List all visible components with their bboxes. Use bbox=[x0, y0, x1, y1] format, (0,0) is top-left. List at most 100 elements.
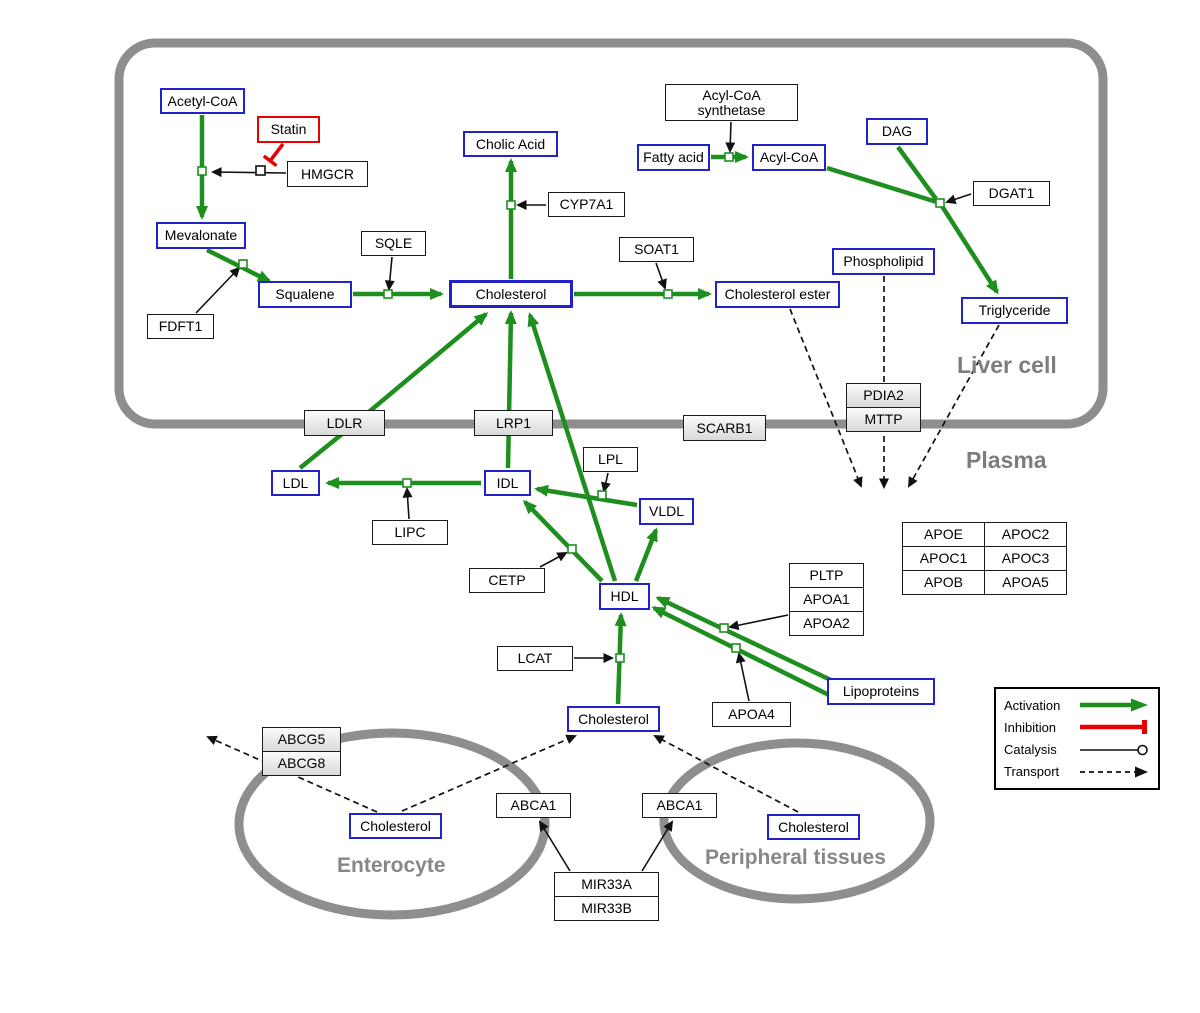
edge-lipoproteins-hdl-b bbox=[651, 605, 831, 698]
node-triglyceride[interactable]: Triglyceride bbox=[961, 297, 1068, 324]
node-sqle[interactable]: SQLE bbox=[361, 231, 426, 256]
node-mir33a[interactable]: MIR33A bbox=[554, 872, 659, 897]
node-scarb1[interactable]: SCARB1 bbox=[683, 415, 766, 441]
edge-apoa-stack-catalysis bbox=[728, 614, 789, 631]
node-acyl-coa[interactable]: Acyl-CoA bbox=[752, 144, 826, 171]
node-lcat[interactable]: LCAT bbox=[497, 646, 573, 671]
legend-activation-label: Activation bbox=[1004, 697, 1061, 713]
transport-dashed-arrow-icon bbox=[1080, 766, 1148, 778]
edge-soat1-catalysis bbox=[655, 262, 667, 290]
legend: Activation Inhibition Catalysis Transpor… bbox=[994, 687, 1160, 790]
legend-row-activation: Activation bbox=[1004, 695, 1150, 715]
liver-cell-membrane bbox=[114, 38, 1108, 429]
node-apoa5[interactable]: APOA5 bbox=[984, 570, 1067, 595]
node-acyl-coa-synthetase[interactable]: Acyl-CoA synthetase bbox=[665, 84, 798, 121]
node-hmgcr[interactable]: HMGCR bbox=[287, 161, 368, 187]
node-dgat1[interactable]: DGAT1 bbox=[973, 181, 1050, 206]
reaction-anchors bbox=[197, 152, 945, 663]
node-mttp[interactable]: MTTP bbox=[846, 407, 921, 432]
edge-lipc-catalysis bbox=[402, 487, 413, 520]
node-fdft1[interactable]: FDFT1 bbox=[147, 314, 214, 339]
node-apoc2[interactable]: APOC2 bbox=[984, 522, 1067, 547]
edge-hdl-vldl bbox=[633, 527, 659, 582]
node-apoa4[interactable]: APOA4 bbox=[712, 702, 791, 727]
node-vldl[interactable]: VLDL bbox=[639, 498, 694, 525]
edge-enterocyte-cholesterol-to-plasma bbox=[401, 734, 577, 812]
node-abcg8[interactable]: ABCG8 bbox=[262, 751, 341, 776]
edge-ldl-liver-cholesterol bbox=[298, 312, 489, 470]
edge-dgat1-catalysis bbox=[945, 193, 972, 205]
node-apob[interactable]: APOB bbox=[902, 570, 985, 595]
node-abca1-enterocyte[interactable]: ABCA1 bbox=[496, 793, 571, 818]
node-pdia2[interactable]: PDIA2 bbox=[846, 383, 921, 408]
peripheral-tissues-label: Peripheral tissues bbox=[705, 846, 886, 869]
node-soat1[interactable]: SOAT1 bbox=[619, 237, 694, 262]
edge-mir33-abca1-enterocyte bbox=[538, 820, 571, 872]
node-mevalonate[interactable]: Mevalonate bbox=[156, 222, 246, 249]
node-hdl[interactable]: HDL bbox=[599, 583, 650, 610]
node-pltp[interactable]: PLTP bbox=[789, 563, 864, 588]
edge-idl-liver-cholesterol bbox=[504, 310, 517, 469]
hmgcr-reaction-anchor bbox=[255, 165, 266, 176]
node-idl[interactable]: IDL bbox=[484, 470, 531, 496]
catalysis-circle-icon bbox=[1080, 744, 1148, 755]
plasma-label: Plasma bbox=[966, 447, 1047, 473]
edge-hmgcr-catalysis bbox=[211, 167, 287, 178]
transport-edges bbox=[206, 276, 1000, 813]
node-squalene[interactable]: Squalene bbox=[258, 281, 352, 308]
legend-row-transport: Transport bbox=[1004, 762, 1150, 782]
edge-cetp-catalysis bbox=[539, 552, 568, 568]
edge-cholesterolester-to-plasma bbox=[789, 308, 863, 488]
node-ldlr[interactable]: LDLR bbox=[304, 410, 385, 436]
edge-statin-inhibits-hmgcr bbox=[262, 142, 285, 168]
legend-transport-label: Transport bbox=[1004, 764, 1060, 780]
node-cholesterol-ester[interactable]: Cholesterol ester bbox=[715, 281, 840, 308]
node-statin[interactable]: Statin bbox=[257, 116, 320, 143]
node-cholesterol-peripheral[interactable]: Cholesterol bbox=[767, 814, 860, 840]
node-cholesterol-enterocyte[interactable]: Cholesterol bbox=[349, 813, 442, 839]
edge-triglyceride-to-plasma bbox=[908, 324, 1000, 488]
node-apoa2[interactable]: APOA2 bbox=[789, 611, 864, 636]
edge-sqle-catalysis bbox=[384, 256, 395, 291]
node-lpl[interactable]: LPL bbox=[583, 447, 638, 472]
node-cetp[interactable]: CETP bbox=[469, 568, 545, 593]
edge-fdft1-catalysis bbox=[195, 266, 241, 314]
node-lipoproteins[interactable]: Lipoproteins bbox=[827, 678, 935, 705]
node-cholesterol-liver[interactable]: Cholesterol bbox=[449, 280, 573, 308]
liver-cell-label: Liver cell bbox=[957, 352, 1057, 378]
legend-row-catalysis: Catalysis bbox=[1004, 740, 1150, 760]
node-cholesterol-plasma[interactable]: Cholesterol bbox=[567, 706, 660, 732]
node-abcg5[interactable]: ABCG5 bbox=[262, 727, 341, 752]
edge-lipoproteins-hdl-a bbox=[655, 595, 834, 684]
node-phospholipid[interactable]: Phospholipid bbox=[832, 248, 935, 275]
node-lrp1[interactable]: LRP1 bbox=[474, 410, 553, 436]
edge-hdl-idl bbox=[522, 499, 604, 583]
enterocyte-label: Enterocyte bbox=[337, 854, 446, 877]
node-abca1-peripheral[interactable]: ABCA1 bbox=[642, 793, 717, 818]
node-acetyl-coa[interactable]: Acetyl-CoA bbox=[160, 88, 245, 114]
activation-edges bbox=[196, 115, 999, 705]
edge-acylcoa-synthetase-catalysis bbox=[725, 121, 736, 153]
legend-catalysis-label: Catalysis bbox=[1004, 742, 1057, 758]
node-cholic-acid[interactable]: Cholic Acid bbox=[463, 131, 558, 157]
node-mir33b[interactable]: MIR33B bbox=[554, 896, 659, 921]
node-cyp7a1[interactable]: CYP7A1 bbox=[548, 192, 625, 217]
activation-arrow-icon bbox=[1080, 698, 1148, 712]
node-dag[interactable]: DAG bbox=[866, 118, 928, 145]
edge-vldl-idl bbox=[534, 484, 638, 508]
node-apoc3[interactable]: APOC3 bbox=[984, 546, 1067, 571]
node-apoc1[interactable]: APOC1 bbox=[902, 546, 985, 571]
legend-inhibition-label: Inhibition bbox=[1004, 719, 1057, 735]
node-apoa1[interactable]: APOA1 bbox=[789, 587, 864, 612]
node-fatty-acid[interactable]: Fatty acid bbox=[637, 144, 710, 171]
edge-dag-triglyceride bbox=[896, 145, 938, 201]
catalysis-edges bbox=[195, 121, 972, 872]
legend-row-inhibition: Inhibition bbox=[1004, 717, 1150, 737]
node-lipc[interactable]: LIPC bbox=[372, 520, 448, 545]
edge-mir33-abca1-peripheral bbox=[641, 820, 674, 872]
node-apoe[interactable]: APOE bbox=[902, 522, 985, 547]
edge-peripheral-cholesterol-to-plasma bbox=[653, 735, 799, 813]
node-ldl[interactable]: LDL bbox=[271, 470, 320, 496]
